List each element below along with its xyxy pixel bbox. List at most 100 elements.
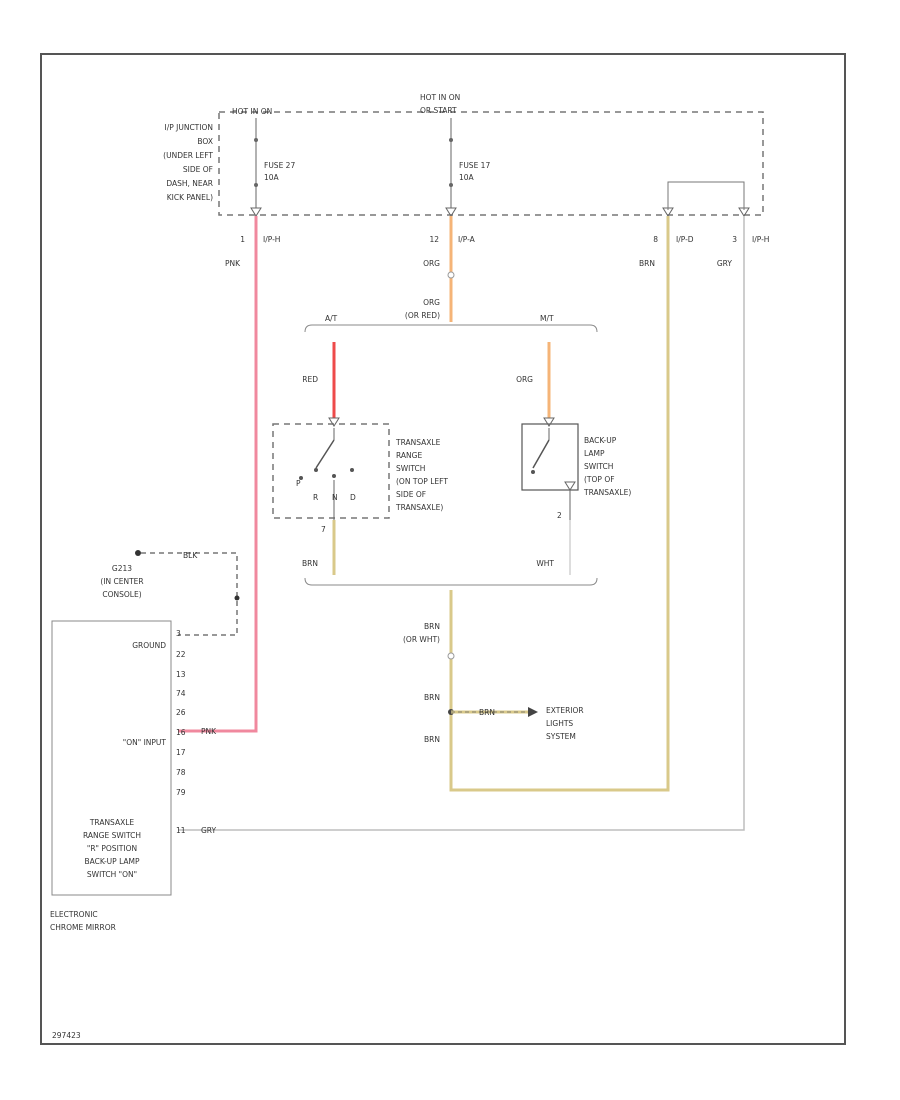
svg-text:LAMP: LAMP <box>584 449 605 458</box>
svg-text:"R" POSITION: "R" POSITION <box>87 844 137 853</box>
backup-lamp-switch: BACK-UP LAMP SWITCH (TOP OF TRANSAXLE) 2 <box>521 417 631 520</box>
feed-left-label: HOT IN ON <box>232 107 272 116</box>
mirror-name-line-1: ELECTRONIC <box>50 910 98 919</box>
diagram-frame <box>40 53 846 1045</box>
pin-3-number: 3 <box>732 235 737 244</box>
svg-text:FUSE 17: FUSE 17 <box>459 161 490 170</box>
pin-12-connector: I/P-A <box>458 235 476 244</box>
wire-label-brn-ext: BRN <box>479 708 495 717</box>
option-mt-label: M/T <box>540 314 554 323</box>
pin-8-connector: I/P-D <box>676 235 694 244</box>
svg-text:LIGHTS: LIGHTS <box>546 719 573 728</box>
feed-right-label-1: HOT IN ON <box>420 93 460 102</box>
svg-text:3: 3 <box>176 629 181 638</box>
backup-switch-pin: 2 <box>557 511 562 520</box>
brn-wire-loop <box>449 216 670 792</box>
junction-pins <box>250 207 750 217</box>
svg-text:74: 74 <box>176 689 186 698</box>
svg-text:79: 79 <box>176 788 186 797</box>
wire-label-gry-top: GRY <box>717 259 733 268</box>
pin-8-number: 8 <box>653 235 658 244</box>
svg-text:BACK-UP: BACK-UP <box>584 436 617 445</box>
svg-text:13: 13 <box>176 670 186 679</box>
wire-label-brn-sw: BRN <box>302 559 318 568</box>
position-n: N <box>332 493 338 502</box>
gry-wire <box>178 216 745 831</box>
svg-text:RANGE: RANGE <box>396 451 422 460</box>
svg-text:BOX: BOX <box>197 137 213 146</box>
option-at-label: A/T <box>325 314 338 323</box>
pin-12-number: 12 <box>429 235 439 244</box>
wire-label-org-top: ORG <box>423 259 440 268</box>
svg-text:FUSE 27: FUSE 27 <box>264 161 295 170</box>
svg-text:EXTERIOR: EXTERIOR <box>546 706 584 715</box>
svg-text:SWITCH: SWITCH <box>584 462 613 471</box>
option-bracket-top <box>304 324 598 333</box>
diagram-id: 297423 <box>52 1031 81 1040</box>
wire-label-brn-top: BRN <box>639 259 655 268</box>
fuse-17: FUSE 17 10A <box>449 118 490 208</box>
wire-label-brn-bottom: BRN <box>424 735 440 744</box>
svg-text:SIDE OF: SIDE OF <box>183 165 213 174</box>
svg-text:TRANSAXLE): TRANSAXLE) <box>395 503 443 512</box>
fuse-27: FUSE 27 10A <box>254 118 295 208</box>
feed-right-label-2: OR START <box>420 106 457 115</box>
wire-label-org-mid: ORG <box>423 298 440 307</box>
svg-text:SWITCH: SWITCH <box>396 464 425 473</box>
position-p: P <box>296 479 301 488</box>
wire-label-brn-lower: BRN <box>424 622 440 631</box>
svg-text:78: 78 <box>176 768 186 777</box>
wire-label-red: RED <box>302 375 318 384</box>
svg-text:(TOP OF: (TOP OF <box>584 475 615 484</box>
mirror-on-input-label: "ON" INPUT <box>123 738 167 747</box>
position-r: R <box>313 493 318 502</box>
wire-label-wht: WHT <box>536 559 554 568</box>
svg-text:26: 26 <box>176 708 186 717</box>
range-switch-pin: 7 <box>321 525 326 534</box>
svg-text:DASH, NEAR: DASH, NEAR <box>166 179 213 188</box>
svg-text:TRANSAXLE: TRANSAXLE <box>89 818 135 827</box>
svg-text:(IN CENTER: (IN CENTER <box>100 577 143 586</box>
svg-text:CONSOLE): CONSOLE) <box>102 590 141 599</box>
svg-text:KICK PANEL): KICK PANEL) <box>167 193 213 202</box>
org-splice <box>447 271 455 279</box>
wire-label-org-mid-alt: (OR RED) <box>405 311 440 320</box>
position-d: D <box>350 493 356 502</box>
svg-text:TRANSAXLE): TRANSAXLE) <box>583 488 631 497</box>
brn-gry-loop <box>667 181 745 210</box>
pin-3-connector: I/P-H <box>752 235 769 244</box>
svg-text:SIDE OF: SIDE OF <box>396 490 426 499</box>
junction-box-outline <box>218 111 764 216</box>
pin-1-number: 1 <box>240 235 245 244</box>
exterior-lights-label: EXTERIOR LIGHTS SYSTEM <box>546 706 584 741</box>
svg-text:22: 22 <box>176 650 186 659</box>
wire-label-blk: BLK <box>183 551 198 560</box>
svg-text:(UNDER LEFT: (UNDER LEFT <box>163 151 213 160</box>
option-bracket-bottom <box>304 577 598 586</box>
pin-1-connector: I/P-H <box>263 235 280 244</box>
svg-text:17: 17 <box>176 748 186 757</box>
wire-label-pnk-mirror: PNK <box>201 727 217 736</box>
svg-text:10A: 10A <box>264 173 280 182</box>
svg-text:RANGE SWITCH: RANGE SWITCH <box>83 831 141 840</box>
svg-text:(ON TOP LEFT: (ON TOP LEFT <box>396 477 448 486</box>
pnk-wire <box>178 216 258 733</box>
svg-text:G213: G213 <box>112 564 132 573</box>
wire-label-gry-mirror: GRY <box>201 826 217 835</box>
mirror-ground-label: GROUND <box>132 641 166 650</box>
svg-text:TRANSAXLE: TRANSAXLE <box>395 438 441 447</box>
svg-text:11: 11 <box>176 826 186 835</box>
junction-box-label: I/P JUNCTION BOX (UNDER LEFT SIDE OF DAS… <box>163 123 213 202</box>
wire-label-brn-splice: BRN <box>424 693 440 702</box>
wire-label-brn-lower-alt: (OR WHT) <box>403 635 440 644</box>
svg-text:BACK-UP LAMP: BACK-UP LAMP <box>84 857 140 866</box>
brn-splice-c <box>447 652 455 660</box>
exterior-arrow-icon <box>528 707 538 717</box>
svg-text:10A: 10A <box>459 173 475 182</box>
transaxle-range-switch: P R N D TRANSAXLE RANGE SWITCH (ON TOP L… <box>272 417 448 534</box>
svg-text:I/P JUNCTION: I/P JUNCTION <box>164 123 213 132</box>
svg-text:SWITCH "ON": SWITCH "ON" <box>87 870 137 879</box>
svg-text:SYSTEM: SYSTEM <box>546 732 576 741</box>
wire-label-pnk-top: PNK <box>225 259 241 268</box>
